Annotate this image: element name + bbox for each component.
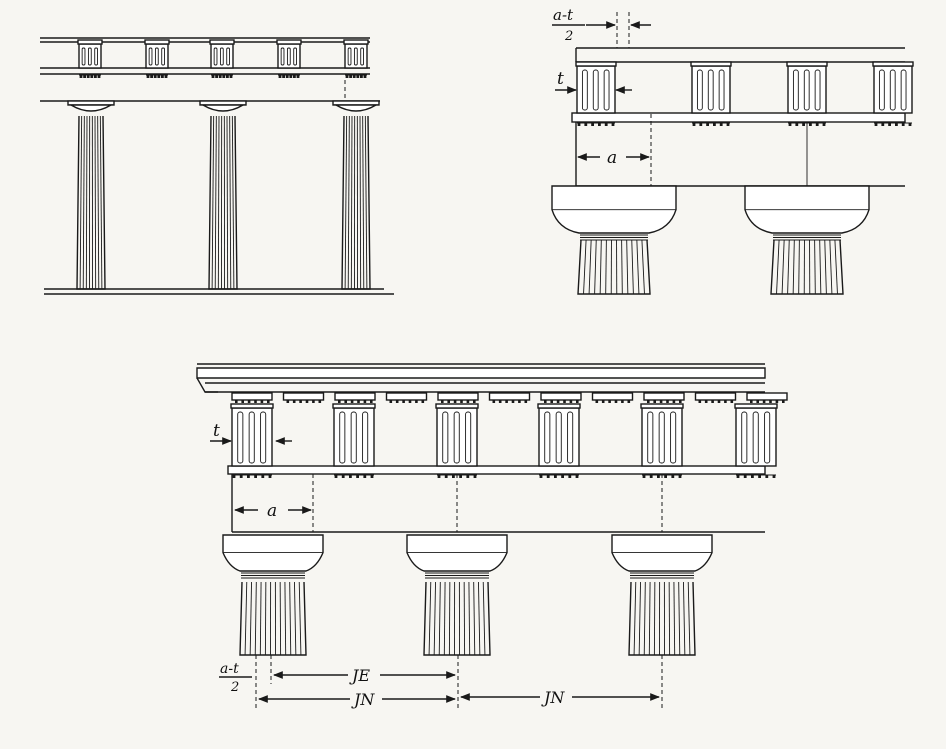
bt-mutule-8 [593,393,633,403]
upper-left-columns [68,101,379,289]
bt-mutule-2 [284,393,324,403]
upper-left-elevation [40,38,394,294]
upper-right-detail: a-t 2 t a [552,6,913,294]
bt-normal-interval-label-2: JN [541,688,565,707]
bt-mutule-11 [747,393,787,403]
bt-mutule-3 [335,393,375,403]
bottom-capitals [223,535,712,655]
ul-column-3 [333,101,379,289]
bt-normal-interval-label-1: JN [351,690,375,709]
bt-half-gap-denominator: 2 [230,680,239,695]
ul-column-1 [68,101,114,289]
bottom-elevation: t a a-t 2 JE JN JN [197,364,787,709]
bt-capital-1 [223,535,323,655]
ul-triglyph-1 [78,40,102,78]
ul-triglyph-5 [344,40,368,78]
bt-mutule-9 [644,393,684,403]
ul-column-2 [200,101,246,289]
ur-half-gap-denominator: 2 [564,29,573,44]
ur-distance-label: a [607,148,617,168]
ur-triglyph-width-label: t [557,69,564,89]
bt-mutule-5 [438,393,478,403]
bt-capital-3 [612,535,712,655]
bt-mutule-6 [490,393,530,403]
bt-capital-2 [407,535,507,655]
ul-triglyph-4 [277,40,301,78]
ur-half-gap-numerator: a-t [553,6,574,24]
upper-right-capitals [552,186,869,294]
bt-end-interval-label: JE [349,666,370,685]
bt-mutule-7 [541,393,581,403]
ul-triglyph-2 [145,40,169,78]
bottom-mutules [232,393,787,403]
ul-triglyph-3 [210,40,234,78]
ur-capital-1 [552,186,676,294]
bt-triglyph-width-label: t [213,421,220,441]
bt-distance-label: a [267,501,277,521]
bt-mutule-10 [696,393,736,403]
bt-half-gap-numerator: a-t [220,661,239,677]
ur-capital-2 [745,186,869,294]
bt-mutule-1 [232,393,272,403]
upper-left-triglyphs [78,40,368,78]
bt-mutule-4 [387,393,427,403]
